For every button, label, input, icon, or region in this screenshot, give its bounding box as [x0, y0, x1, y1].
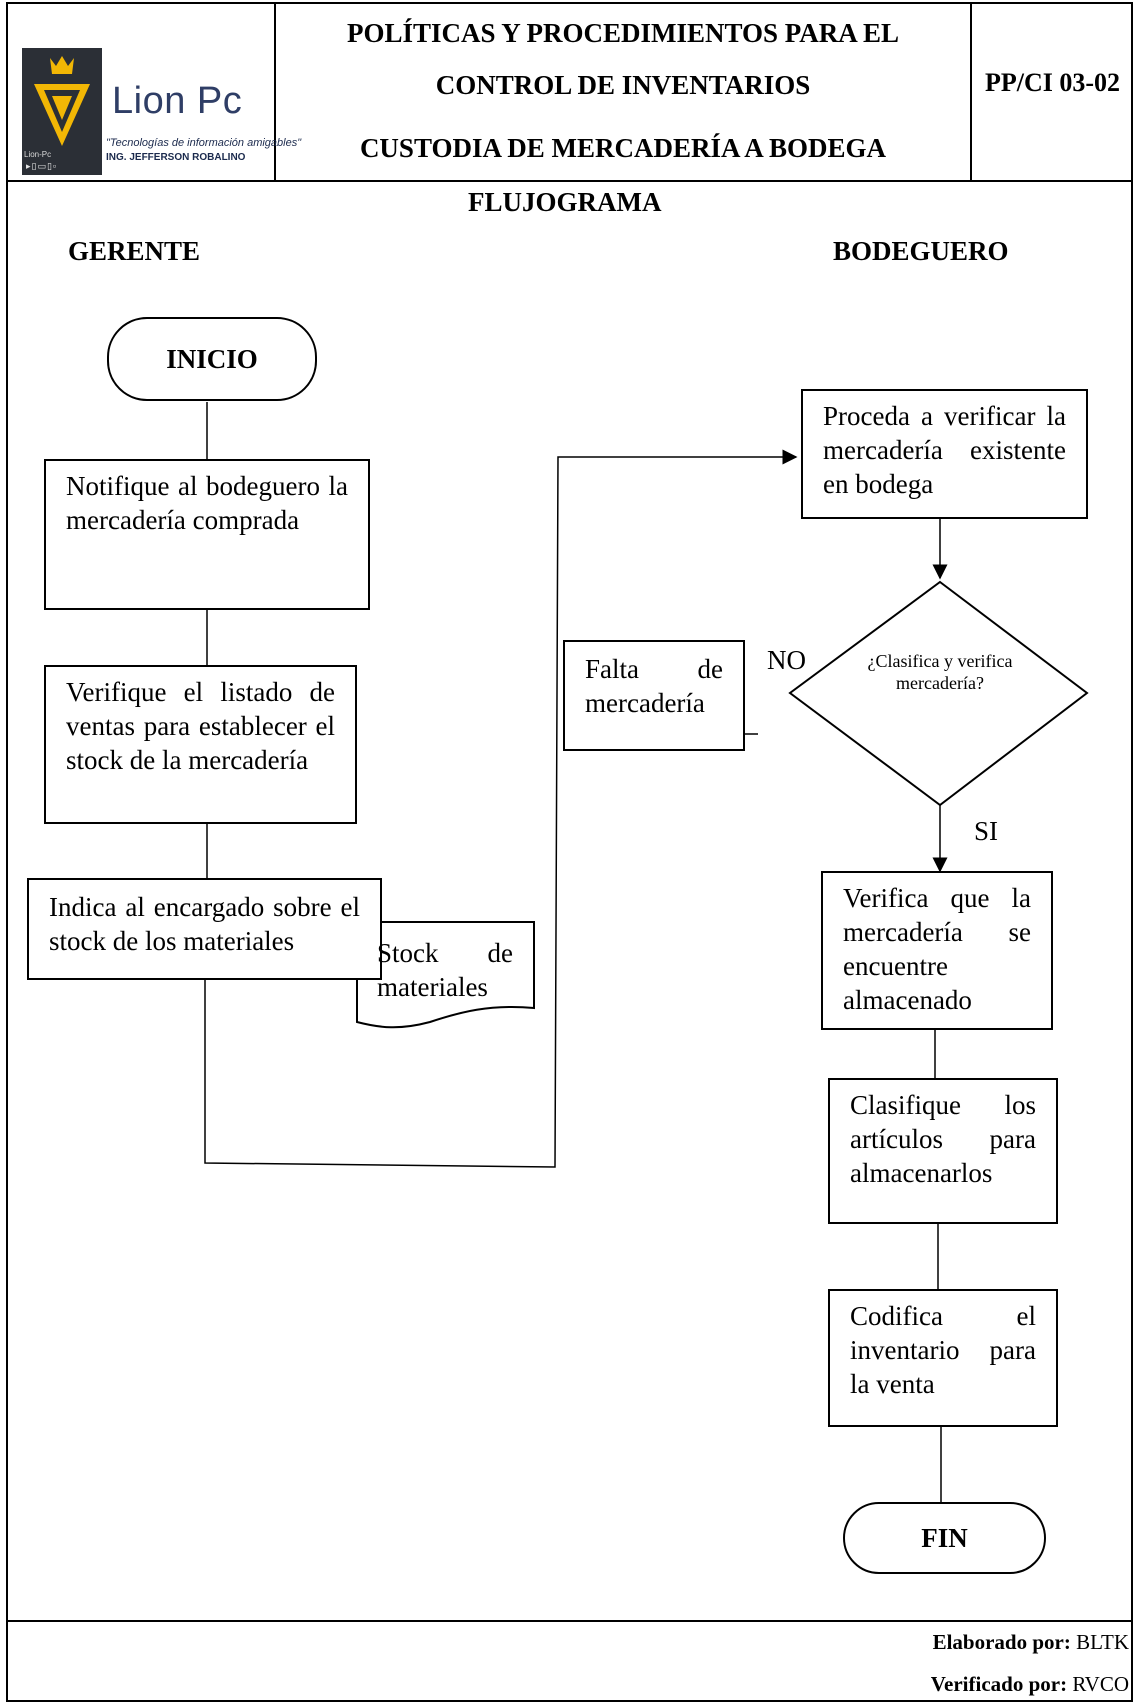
- step-code: Codifica el inventario para la venta: [828, 1289, 1058, 1427]
- page-frame: [6, 2, 1133, 1702]
- verified-label: Verificado por:: [930, 1672, 1068, 1696]
- logo: [22, 48, 102, 175]
- verified-value: RVCO: [1072, 1672, 1129, 1696]
- logo-engineer: ING. JEFFERSON ROBALINO: [106, 152, 246, 163]
- title-line-3: CUSTODIA DE MERCADERÍA A BODEGA: [359, 133, 887, 163]
- step-missing: Falta de mercadería: [563, 640, 745, 751]
- verified-by: Verificado por: RVCO: [931, 1672, 1129, 1697]
- step-stored: Verifica que la mercadería se encuentre …: [821, 871, 1053, 1030]
- step-indicate: Indica al encargado sobre el stock de lo…: [27, 878, 382, 980]
- logo-device-icons: ▸▯▭▯▫: [26, 161, 58, 171]
- step-verify-sales: Verifique el listado de ventas para esta…: [44, 665, 357, 824]
- decision-text: ¿Clasifica y verifica mercadería?: [867, 651, 1013, 693]
- logo-mini-text: Lion-Pc: [24, 150, 52, 159]
- prepared-by: Elaborado por: BLTK: [933, 1630, 1129, 1655]
- step-notify: Notifique al bodeguero la mercadería com…: [44, 459, 370, 610]
- footer-divider: [6, 1620, 1133, 1622]
- step-classify: Clasifique los artículos para almacenarl…: [828, 1078, 1058, 1224]
- doc-stock: Stock de materiales: [377, 938, 513, 1002]
- title-line-1: POLÍTICAS Y PROCEDIMIENTOS PARA EL: [346, 18, 900, 48]
- section-title: FLUJOGRAMA: [468, 187, 662, 217]
- document-code: PP/CI 03-02: [984, 68, 1121, 97]
- logo-name: Lion Pc: [112, 80, 243, 122]
- prepared-value: BLTK: [1076, 1630, 1129, 1654]
- step-check-existing: Proceda a verificar la mercadería existe…: [801, 389, 1088, 519]
- label-yes: SI: [974, 816, 999, 846]
- header-row: [6, 2, 1133, 182]
- end-terminal: FIN: [843, 1502, 1046, 1574]
- logo-tagline: "Tecnologías de información amigables": [106, 137, 302, 149]
- lane-bodeguero: BODEGUERO: [833, 236, 1009, 266]
- lion-logo-icon: [34, 56, 90, 146]
- start-terminal: INICIO: [107, 317, 317, 401]
- logo-cell: [6, 2, 276, 182]
- title-line-2: CONTROL DE INVENTARIOS: [435, 70, 811, 100]
- prepared-label: Elaborado por:: [932, 1630, 1071, 1654]
- lane-gerente: GERENTE: [68, 236, 201, 266]
- label-no: NO: [767, 645, 806, 675]
- code-cell: [970, 2, 1133, 182]
